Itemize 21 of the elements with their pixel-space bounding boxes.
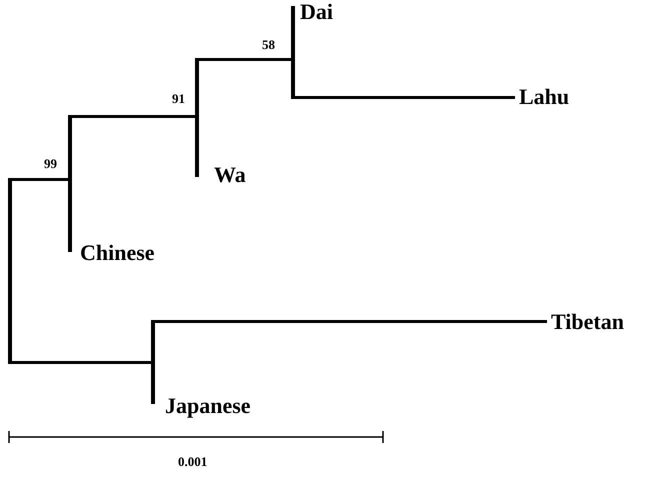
- taxon-label: Japanese: [165, 395, 251, 417]
- branch-line: [199, 58, 291, 61]
- taxon-label: Chinese: [80, 242, 155, 264]
- bootstrap-value: 58: [262, 38, 275, 51]
- taxon-label: Wa: [214, 164, 246, 186]
- bootstrap-value: 91: [172, 92, 185, 105]
- branch-bar: [151, 320, 155, 404]
- scale-value: 0.001: [178, 455, 208, 468]
- taxon-label: Lahu: [519, 84, 570, 109]
- branch-line: [12, 361, 151, 364]
- branch-line: [12, 178, 68, 181]
- taxon-label: Dai: [300, 1, 333, 23]
- taxon-label: Tibetan: [551, 309, 624, 334]
- branch-line: [155, 320, 547, 323]
- branch-bar: [68, 115, 72, 252]
- branch-line: [72, 115, 195, 118]
- branch-line: [295, 96, 515, 99]
- branch-bar: [195, 58, 199, 177]
- branch-bar: [291, 6, 295, 99]
- bootstrap-value: 99: [44, 157, 57, 170]
- branch-bar: [8, 178, 12, 364]
